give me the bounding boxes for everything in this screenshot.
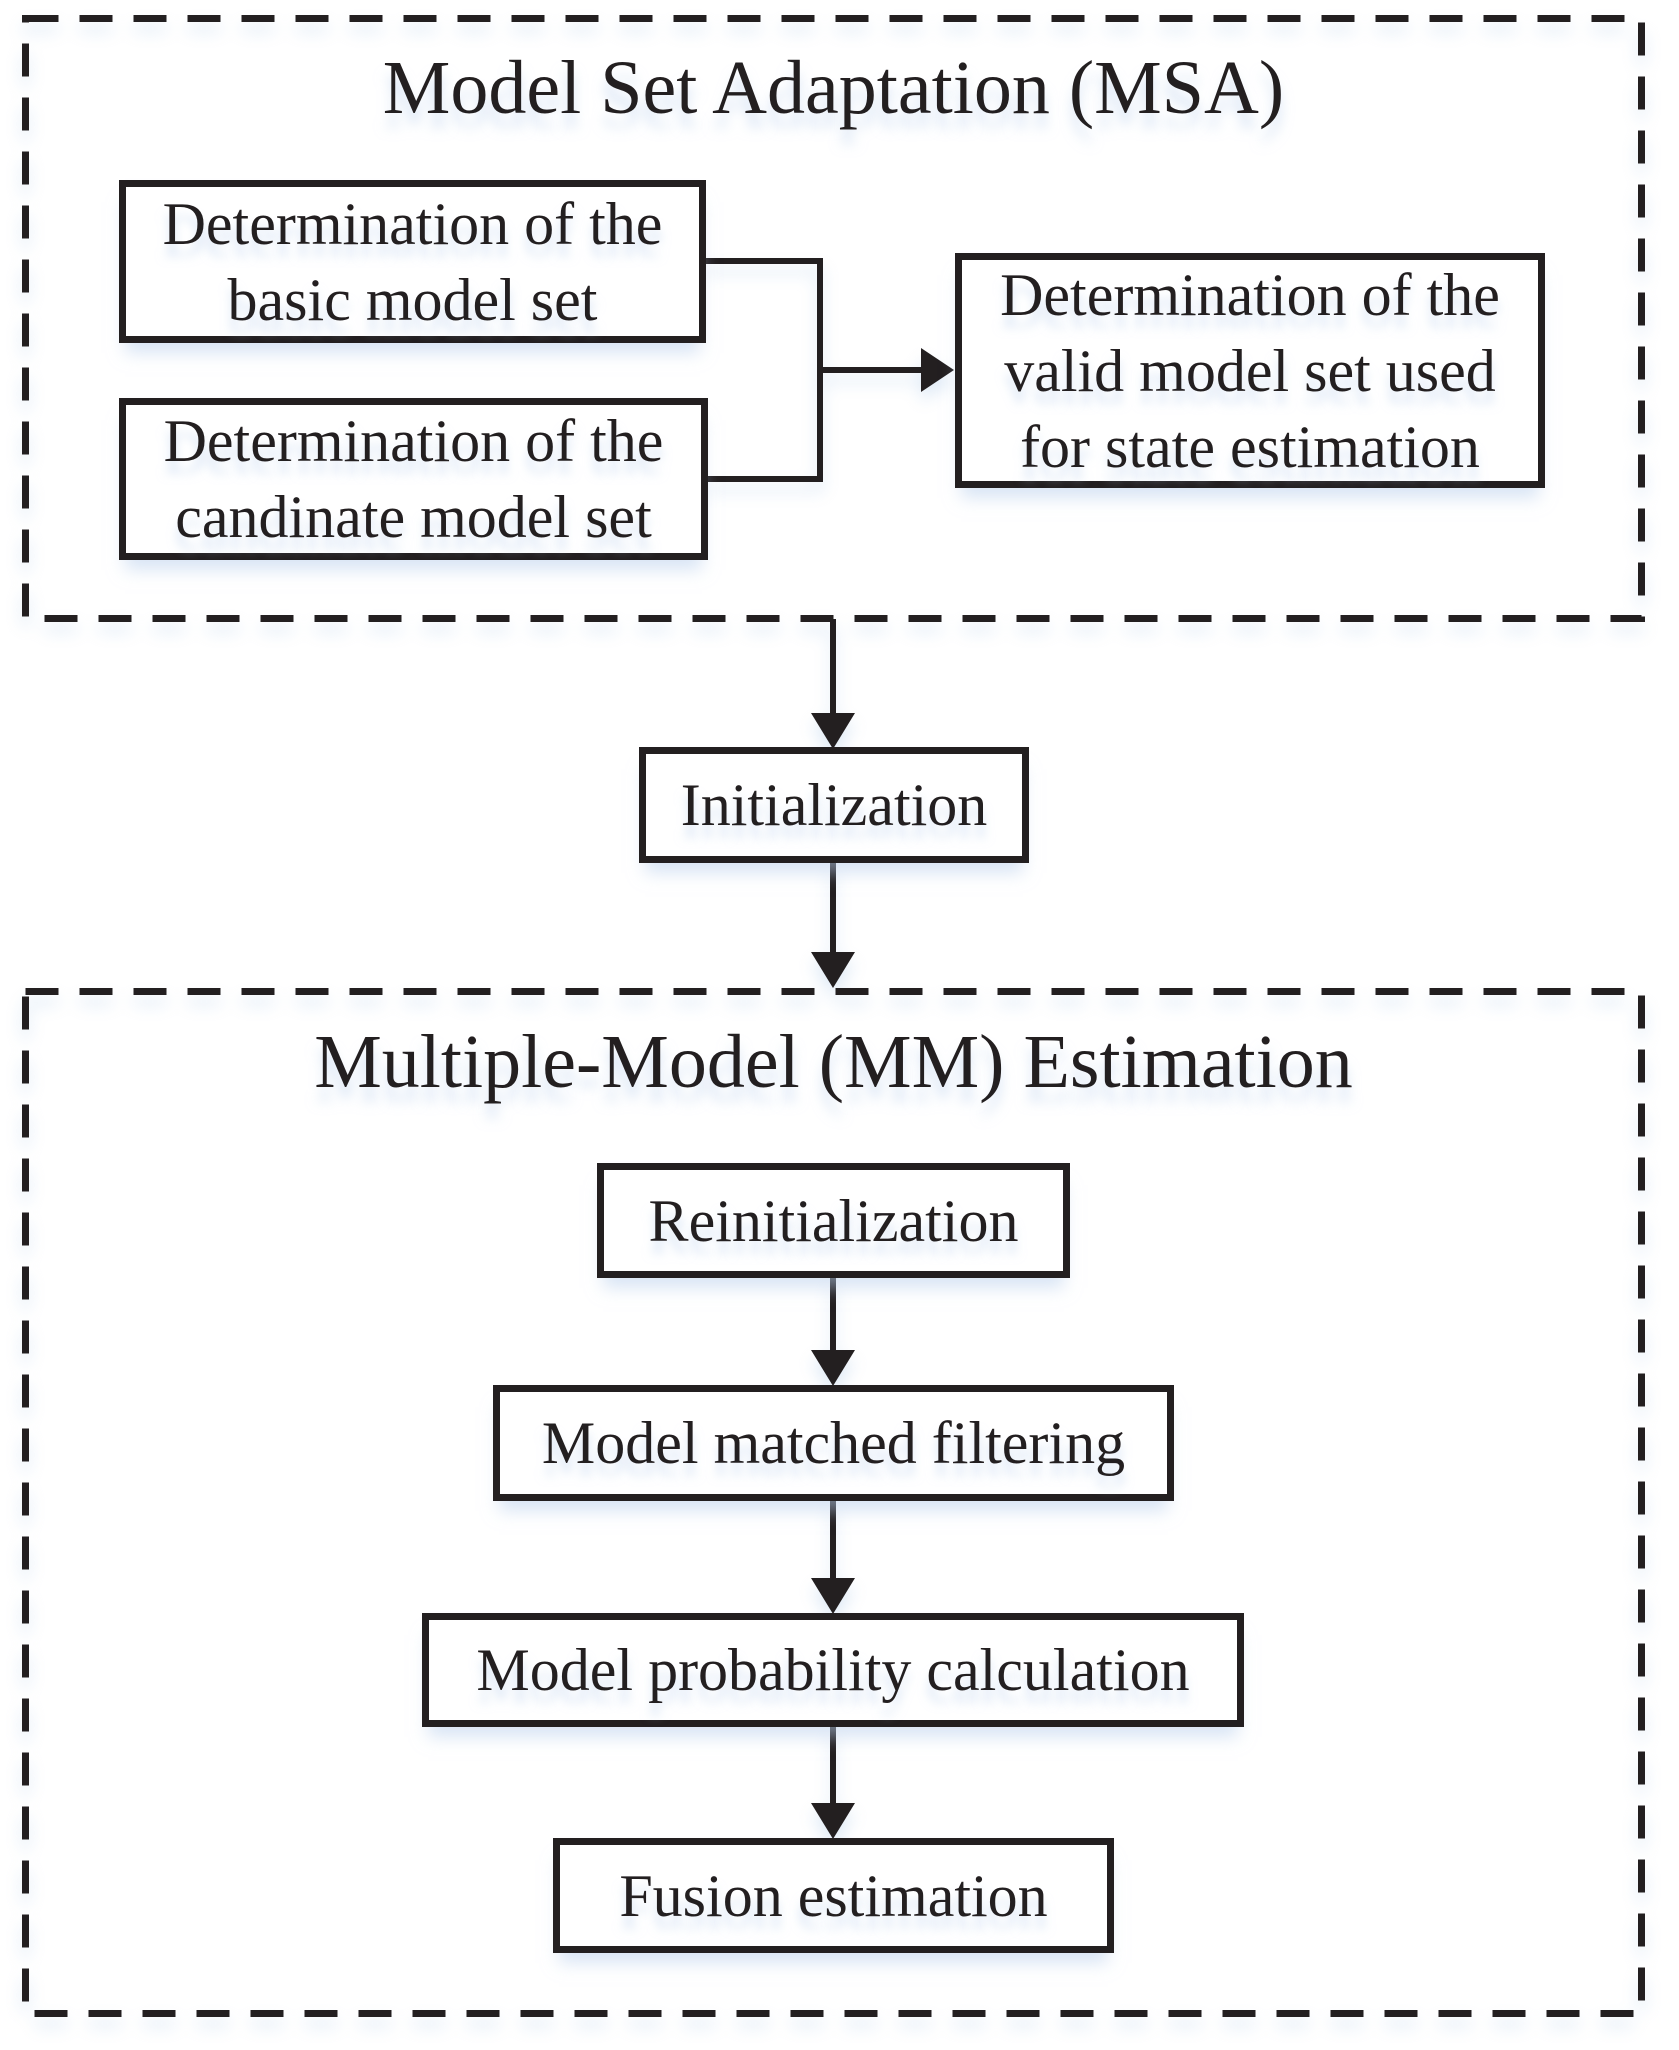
node-candidate-model-set: Determination of the candinate model set <box>119 398 708 560</box>
merge-connector <box>705 258 954 482</box>
node-initialization-label: Initialization <box>680 772 988 838</box>
arrowhead-initialization <box>811 713 855 749</box>
node-valid-model-set: Determination of the valid model set use… <box>955 253 1545 488</box>
arrowhead-matched-filtering <box>811 1350 855 1386</box>
node-valid-line-3: for state estimation <box>1020 413 1480 480</box>
arrow-initialization-to-mm <box>811 863 855 988</box>
arrowhead-probability <box>811 1578 855 1614</box>
arrowhead-fusion <box>811 1803 855 1839</box>
node-valid-line-1: Determination of the <box>1000 261 1500 328</box>
node-reinitialization: Reinitialization <box>597 1163 1070 1278</box>
node-fusion-estimation: Fusion estimation <box>553 1838 1114 1953</box>
arrow-matched-to-probability <box>811 1501 855 1614</box>
node-valid-line-2: valid model set used <box>1004 337 1496 404</box>
mm-section-title: Multiple-Model (MM) Estimation <box>314 1020 1353 1104</box>
mm-section-dashed-border <box>22 988 1645 2017</box>
node-basic-line-1: Determination of the <box>162 190 663 257</box>
node-reinitialization-label: Reinitialization <box>648 1187 1019 1254</box>
msa-section-dashed-border <box>22 15 1645 622</box>
node-model-probability-calculation: Model probability calculation <box>422 1613 1244 1727</box>
node-candidate-line-1: Determination of the <box>163 408 664 474</box>
node-basic-line-2: basic model set <box>227 266 598 333</box>
arrow-probability-to-fusion <box>811 1727 855 1839</box>
node-candidate-line-2: candinate model set <box>175 484 652 550</box>
node-fusion-label: Fusion estimation <box>619 1862 1048 1929</box>
arrow-reinit-to-matched <box>811 1278 855 1386</box>
node-matched-filtering-label: Model matched filtering <box>541 1410 1126 1476</box>
msa-section-title: Model Set Adaptation (MSA) <box>382 46 1285 130</box>
arrowhead-mm-section <box>811 952 855 988</box>
node-basic-model-set: Determination of the basic model set <box>119 180 706 343</box>
node-initialization: Initialization <box>639 747 1029 863</box>
node-model-matched-filtering: Model matched filtering <box>493 1385 1174 1501</box>
arrowhead-into-valid-box <box>921 348 954 392</box>
arrow-msa-to-initialization <box>811 619 855 749</box>
node-probability-label: Model probability calculation <box>476 1637 1190 1703</box>
